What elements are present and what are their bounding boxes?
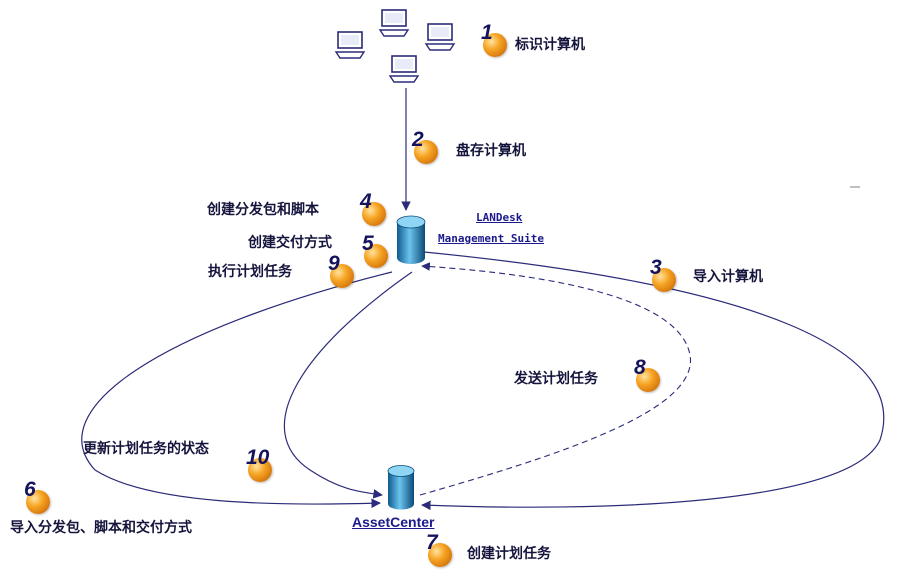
step-3-number: 3	[650, 256, 662, 279]
step-1-number: 1	[481, 21, 493, 44]
computer-icon	[378, 9, 410, 37]
step-10-label: 更新计划任务的状态	[83, 441, 209, 457]
step-8-badge: 8	[634, 356, 660, 392]
step-9-badge: 9	[328, 252, 354, 288]
step-1-badge: 1	[481, 21, 507, 57]
step-6-number: 6	[24, 478, 36, 501]
step-6-label: 导入分发包、脚本和交付方式	[10, 520, 192, 536]
step-3-badge: 3	[650, 256, 676, 292]
arrow-import-packages	[81, 271, 393, 509]
landesk-label-line1: LANDesk	[476, 211, 523, 224]
arrow-import-computers	[421, 251, 885, 511]
step-3-label: 导入计算机	[693, 269, 763, 285]
step-2-badge: 2	[412, 128, 438, 164]
landesk-server-icon	[396, 215, 426, 264]
decorative-tick	[850, 186, 860, 188]
step-1-label: 标识计算机	[515, 37, 585, 53]
step-7-label: 创建计划任务	[467, 546, 551, 562]
step-9-number: 9	[328, 252, 340, 275]
step-8-label: 发送计划任务	[514, 371, 598, 387]
step-7-number: 7	[426, 531, 438, 554]
step-4-badge: 4	[360, 190, 386, 226]
step-7-badge: 7	[426, 531, 452, 567]
computer-icon	[334, 31, 366, 59]
step-6-badge: 6	[24, 478, 50, 514]
step-2-label: 盘存计算机	[456, 143, 526, 159]
step-8-number: 8	[634, 356, 646, 379]
step-4-label: 创建分发包和脚本	[207, 202, 319, 218]
arrow-send-task	[419, 262, 691, 496]
assetcenter-server-icon	[387, 465, 415, 510]
step-5-label: 创建交付方式	[248, 235, 332, 251]
computer-icon	[388, 55, 420, 83]
step-5-badge: 5	[362, 232, 388, 268]
landesk-label-line2: Management Suite	[438, 232, 544, 245]
arrow-update-status	[283, 271, 413, 499]
step-9-label: 执行计划任务	[208, 264, 292, 280]
step-10-badge: 10	[246, 446, 272, 482]
step-10-number: 10	[246, 446, 270, 469]
step-5-number: 5	[362, 232, 374, 255]
assetcenter-label: AssetCenter	[352, 514, 435, 530]
computer-icon	[424, 23, 456, 51]
step-4-number: 4	[360, 190, 372, 213]
step-2-number: 2	[412, 128, 424, 151]
